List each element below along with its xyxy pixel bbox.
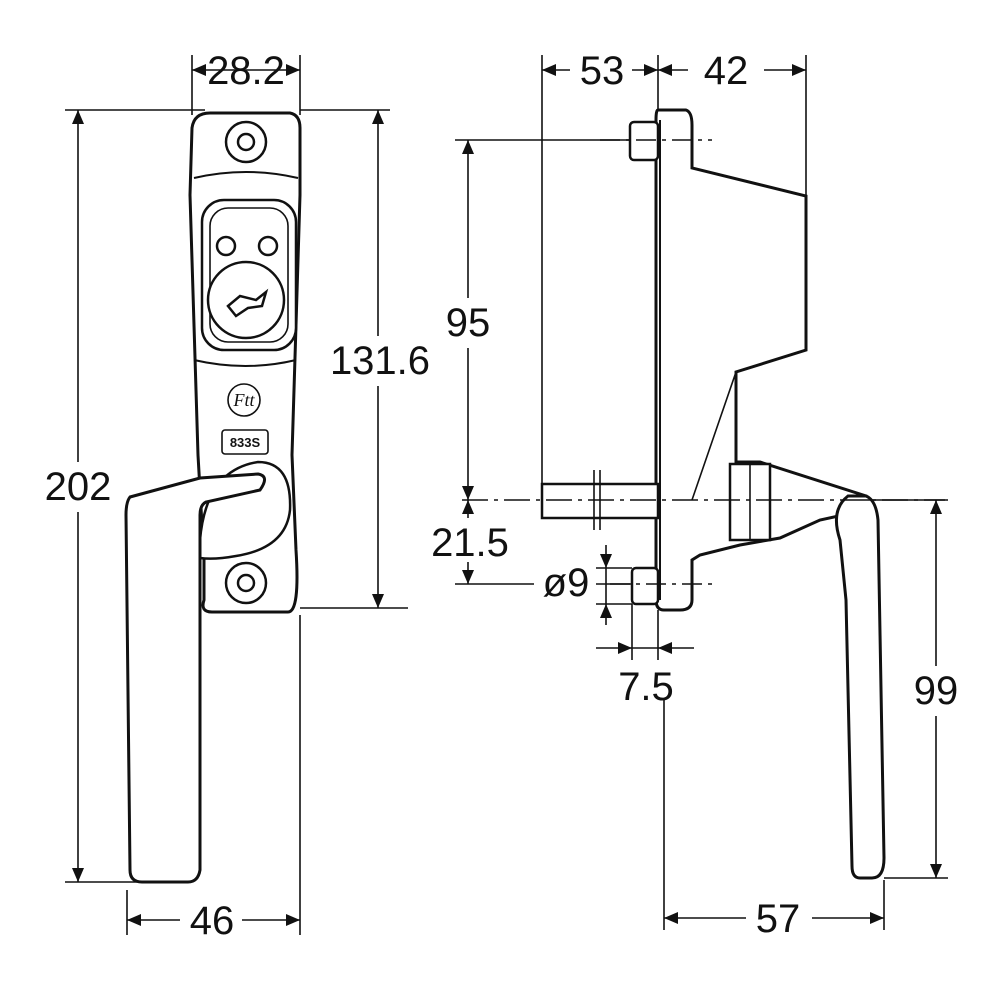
key-slot — [226, 288, 269, 318]
dim-handle-depth: 57 — [756, 897, 801, 941]
dim-offset-95: 95 — [446, 301, 491, 345]
top-screw-hole — [236, 132, 256, 152]
dim-diameter: ø9 — [543, 561, 590, 605]
logo-mark — [227, 383, 261, 417]
model-label-box — [221, 429, 269, 455]
model-label: 833S — [230, 435, 261, 450]
lower-pin — [630, 566, 660, 606]
dim-width-bottom: 46 — [190, 899, 235, 943]
cover-edge-top — [193, 171, 299, 179]
bottom-screw-hole — [236, 573, 256, 593]
side-view — [462, 108, 945, 880]
dim-depth-right: 42 — [704, 49, 749, 93]
dim-height-plate: 131.6 — [330, 339, 430, 383]
side-housing — [654, 108, 868, 612]
lock-recess-inner — [209, 207, 289, 343]
side-handle-lever — [834, 494, 886, 880]
front-dimensions: 28.2 202 131.6 46 — [36, 49, 430, 943]
housing-bevel — [691, 371, 737, 501]
dim-width-top: 28.2 — [207, 49, 285, 93]
lock-pin-right — [257, 235, 279, 257]
dim-handle-height: 99 — [914, 669, 959, 713]
front-view: Ftt 833S — [124, 111, 302, 884]
side-dimensions: 53 42 95 21.5 ø9 7.5 — [431, 49, 976, 941]
logo-text: Ftt — [233, 390, 256, 410]
dim-offset-21-5: 21.5 — [431, 521, 509, 565]
top-pin — [628, 120, 660, 162]
dim-depth-left: 53 — [580, 49, 625, 93]
dim-height-total: 202 — [45, 465, 112, 509]
lock-pin-left — [215, 235, 237, 257]
cover-edge-bottom — [193, 359, 297, 367]
dim-pin-width: 7.5 — [618, 665, 674, 709]
front-handle-lever — [124, 472, 266, 884]
